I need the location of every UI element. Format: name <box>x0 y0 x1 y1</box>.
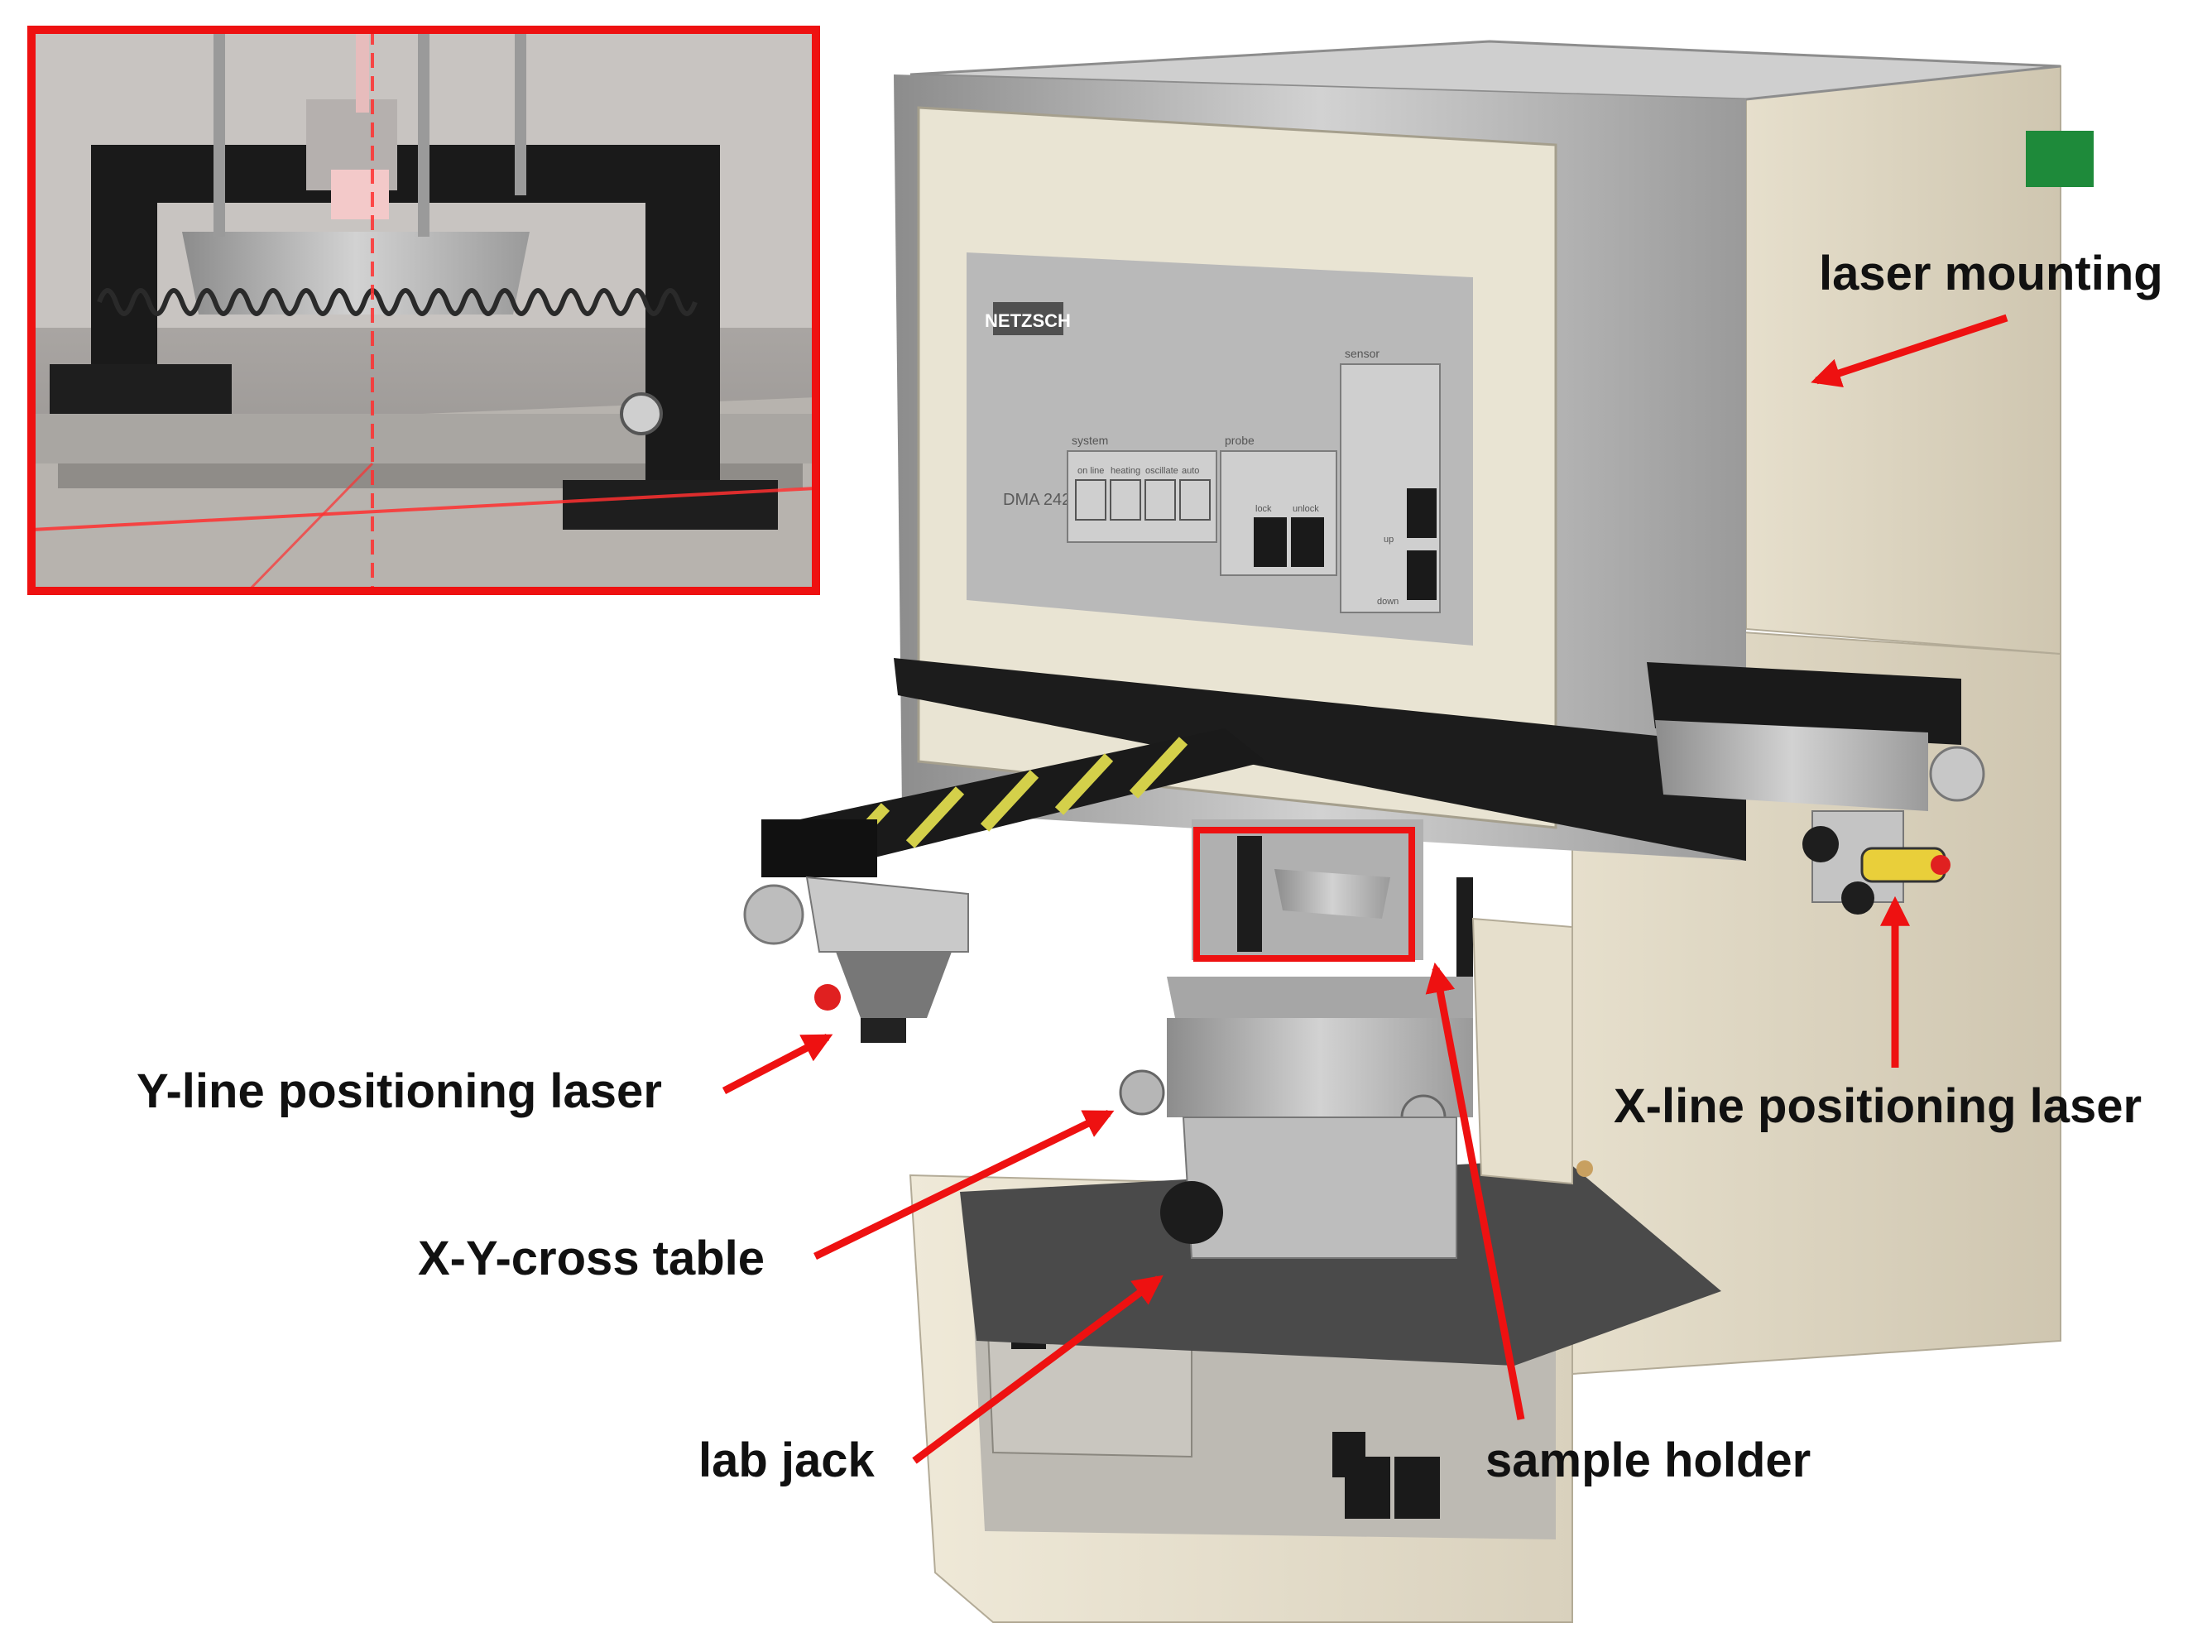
sensor-label: down <box>1377 597 1399 607</box>
arrow-sample-holder <box>1425 962 1525 1420</box>
label-lab-jack: lab jack <box>698 1433 875 1487</box>
label-x-line-laser: X-line positioning laser <box>1614 1079 2142 1133</box>
system-button-heating <box>1110 479 1141 521</box>
panel-probe-heading: probe <box>1225 434 1255 447</box>
probe-lock-button <box>1254 517 1287 567</box>
label-y-line-laser: Y-line positioning laser <box>137 1064 662 1118</box>
sensor-down-button <box>1407 550 1437 600</box>
system-button-auto <box>1179 479 1211 521</box>
probe-button-label: unlock <box>1293 504 1319 514</box>
label-laser-mounting: laser mounting <box>1819 247 2163 300</box>
probe-unlock-button <box>1291 517 1324 567</box>
brand-text: NETZSCH <box>985 310 1071 331</box>
panel-sensor-heading: sensor <box>1345 347 1380 360</box>
system-button-label: oscillate <box>1145 466 1178 476</box>
label-xy-cross-table: X-Y-cross table <box>418 1232 765 1285</box>
system-button-label: auto <box>1182 466 1199 476</box>
system-button-label: on line <box>1077 466 1104 476</box>
panel-system-heading: system <box>1072 434 1108 447</box>
arrow-y-line-laser <box>722 1034 833 1094</box>
system-button-label: heating <box>1111 466 1140 476</box>
arrow-xy-cross-table <box>813 1109 1115 1261</box>
label-sample-holder: sample holder <box>1485 1433 1811 1487</box>
arrow-lab-jack <box>912 1275 1164 1464</box>
dma-instrument: NETZSCH DMA 242 C system on line heating… <box>743 40 2094 1623</box>
arrow-laser-mounting <box>1811 314 2008 388</box>
inset-closeup-photo <box>27 26 820 595</box>
annotation-arrows <box>722 314 2008 1464</box>
sensor-up-button <box>1407 488 1437 538</box>
sensor-label: up <box>1384 535 1394 545</box>
system-button-oscillate <box>1144 479 1176 521</box>
system-button-on-line <box>1075 479 1106 521</box>
probe-button-label: lock <box>1255 504 1272 514</box>
system-button-group: on line heating oscillate auto <box>1075 466 1211 521</box>
model-text: DMA 242 C <box>1003 491 1087 509</box>
